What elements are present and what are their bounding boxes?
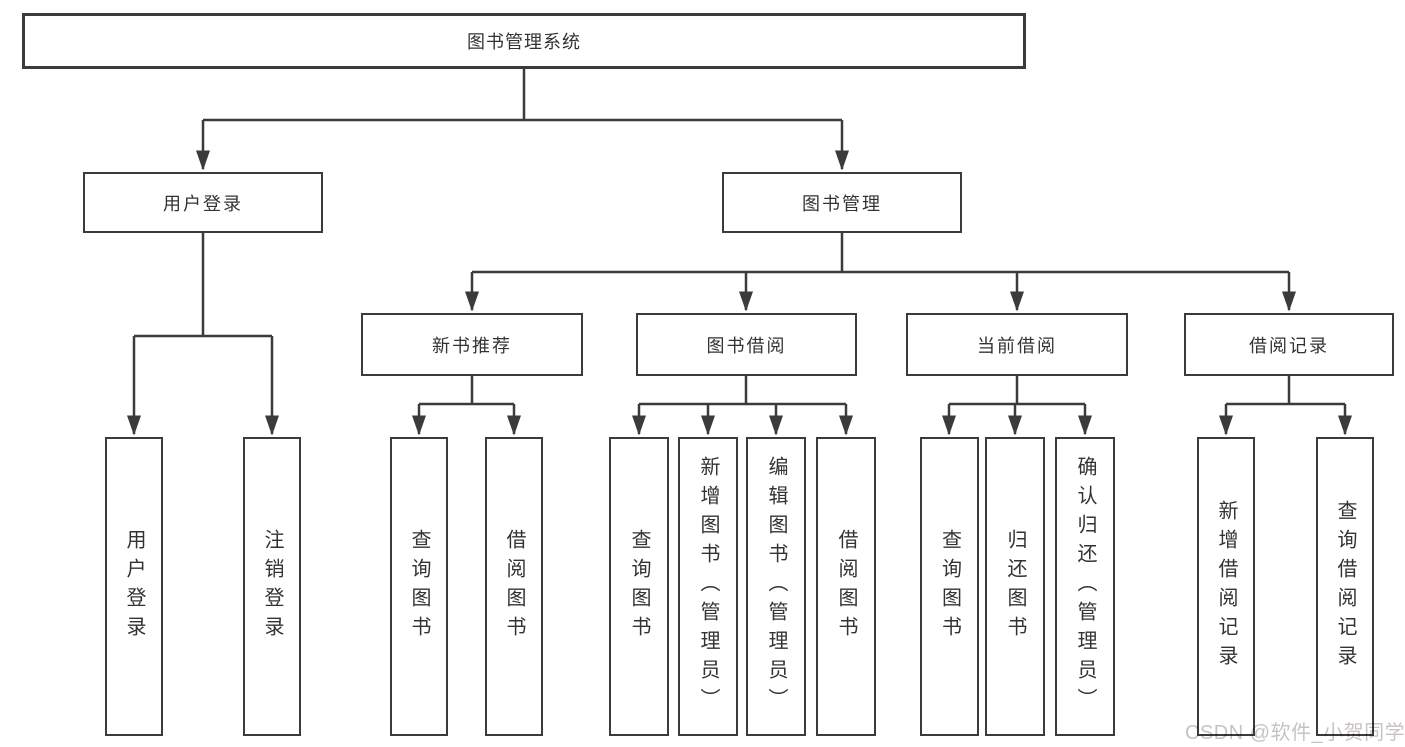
tree-lines	[134, 69, 1345, 406]
leaf-label: 查询图书	[408, 528, 430, 645]
node-book-borrow: 图书借阅	[636, 313, 857, 376]
node-current-borrow: 当前借阅	[906, 313, 1128, 376]
leaf-query-borrow-record: 查询借阅记录	[1316, 437, 1374, 736]
node-label: 借阅记录	[1249, 335, 1329, 356]
leaf-add-borrow-record: 新增借阅记录	[1197, 437, 1255, 736]
leaf-label: 新增图书（管理员）	[697, 456, 719, 717]
node-label: 用户登录	[163, 193, 243, 214]
leaf-label: 借阅图书	[503, 528, 525, 645]
node-label: 新书推荐	[432, 335, 512, 356]
leaf-confirm-return-admin: 确认归还（管理员）	[1055, 437, 1115, 736]
node-borrow-record: 借阅记录	[1184, 313, 1394, 376]
leaf-label: 确认归还（管理员）	[1074, 456, 1096, 717]
leaf-borrow-books-rec: 借阅图书	[485, 437, 543, 736]
watermark: CSDN @软件_小贺同学	[1185, 722, 1405, 744]
node-label: 图书借阅	[706, 335, 787, 356]
leaf-label: 新增借阅记录	[1215, 499, 1237, 674]
node-label: 图书管理	[802, 193, 882, 214]
leaf-borrow-books: 借阅图书	[816, 437, 876, 736]
leaf-add-book-admin: 新增图书（管理员）	[678, 437, 738, 736]
leaf-query-books-borrow: 查询图书	[609, 437, 669, 736]
leaf-label: 借阅图书	[835, 528, 857, 645]
leaf-edit-book-admin: 编辑图书（管理员）	[746, 437, 806, 736]
leaf-label: 查询图书	[938, 528, 961, 645]
leaf-query-books-rec: 查询图书	[390, 437, 448, 736]
node-root-label: 图书管理系统	[467, 32, 581, 52]
node-label: 当前借阅	[977, 335, 1057, 356]
node-root: 图书管理系统	[22, 13, 1026, 69]
node-new-book-recommend: 新书推荐	[361, 313, 583, 376]
leaf-return-book: 归还图书	[985, 437, 1045, 736]
node-book-management: 图书管理	[722, 172, 962, 233]
leaf-query-books-current: 查询图书	[920, 437, 979, 736]
leaf-label: 查询借阅记录	[1334, 499, 1356, 674]
leaf-label: 注销登录	[261, 528, 283, 645]
leaf-label: 查询图书	[628, 528, 650, 645]
leaf-user-login: 用户登录	[105, 437, 163, 736]
leaf-label: 用户登录	[123, 528, 145, 645]
leaf-logout: 注销登录	[243, 437, 301, 736]
leaf-label: 归还图书	[1004, 528, 1026, 645]
node-user-login: 用户登录	[83, 172, 323, 233]
leaf-label: 编辑图书（管理员）	[765, 456, 787, 717]
